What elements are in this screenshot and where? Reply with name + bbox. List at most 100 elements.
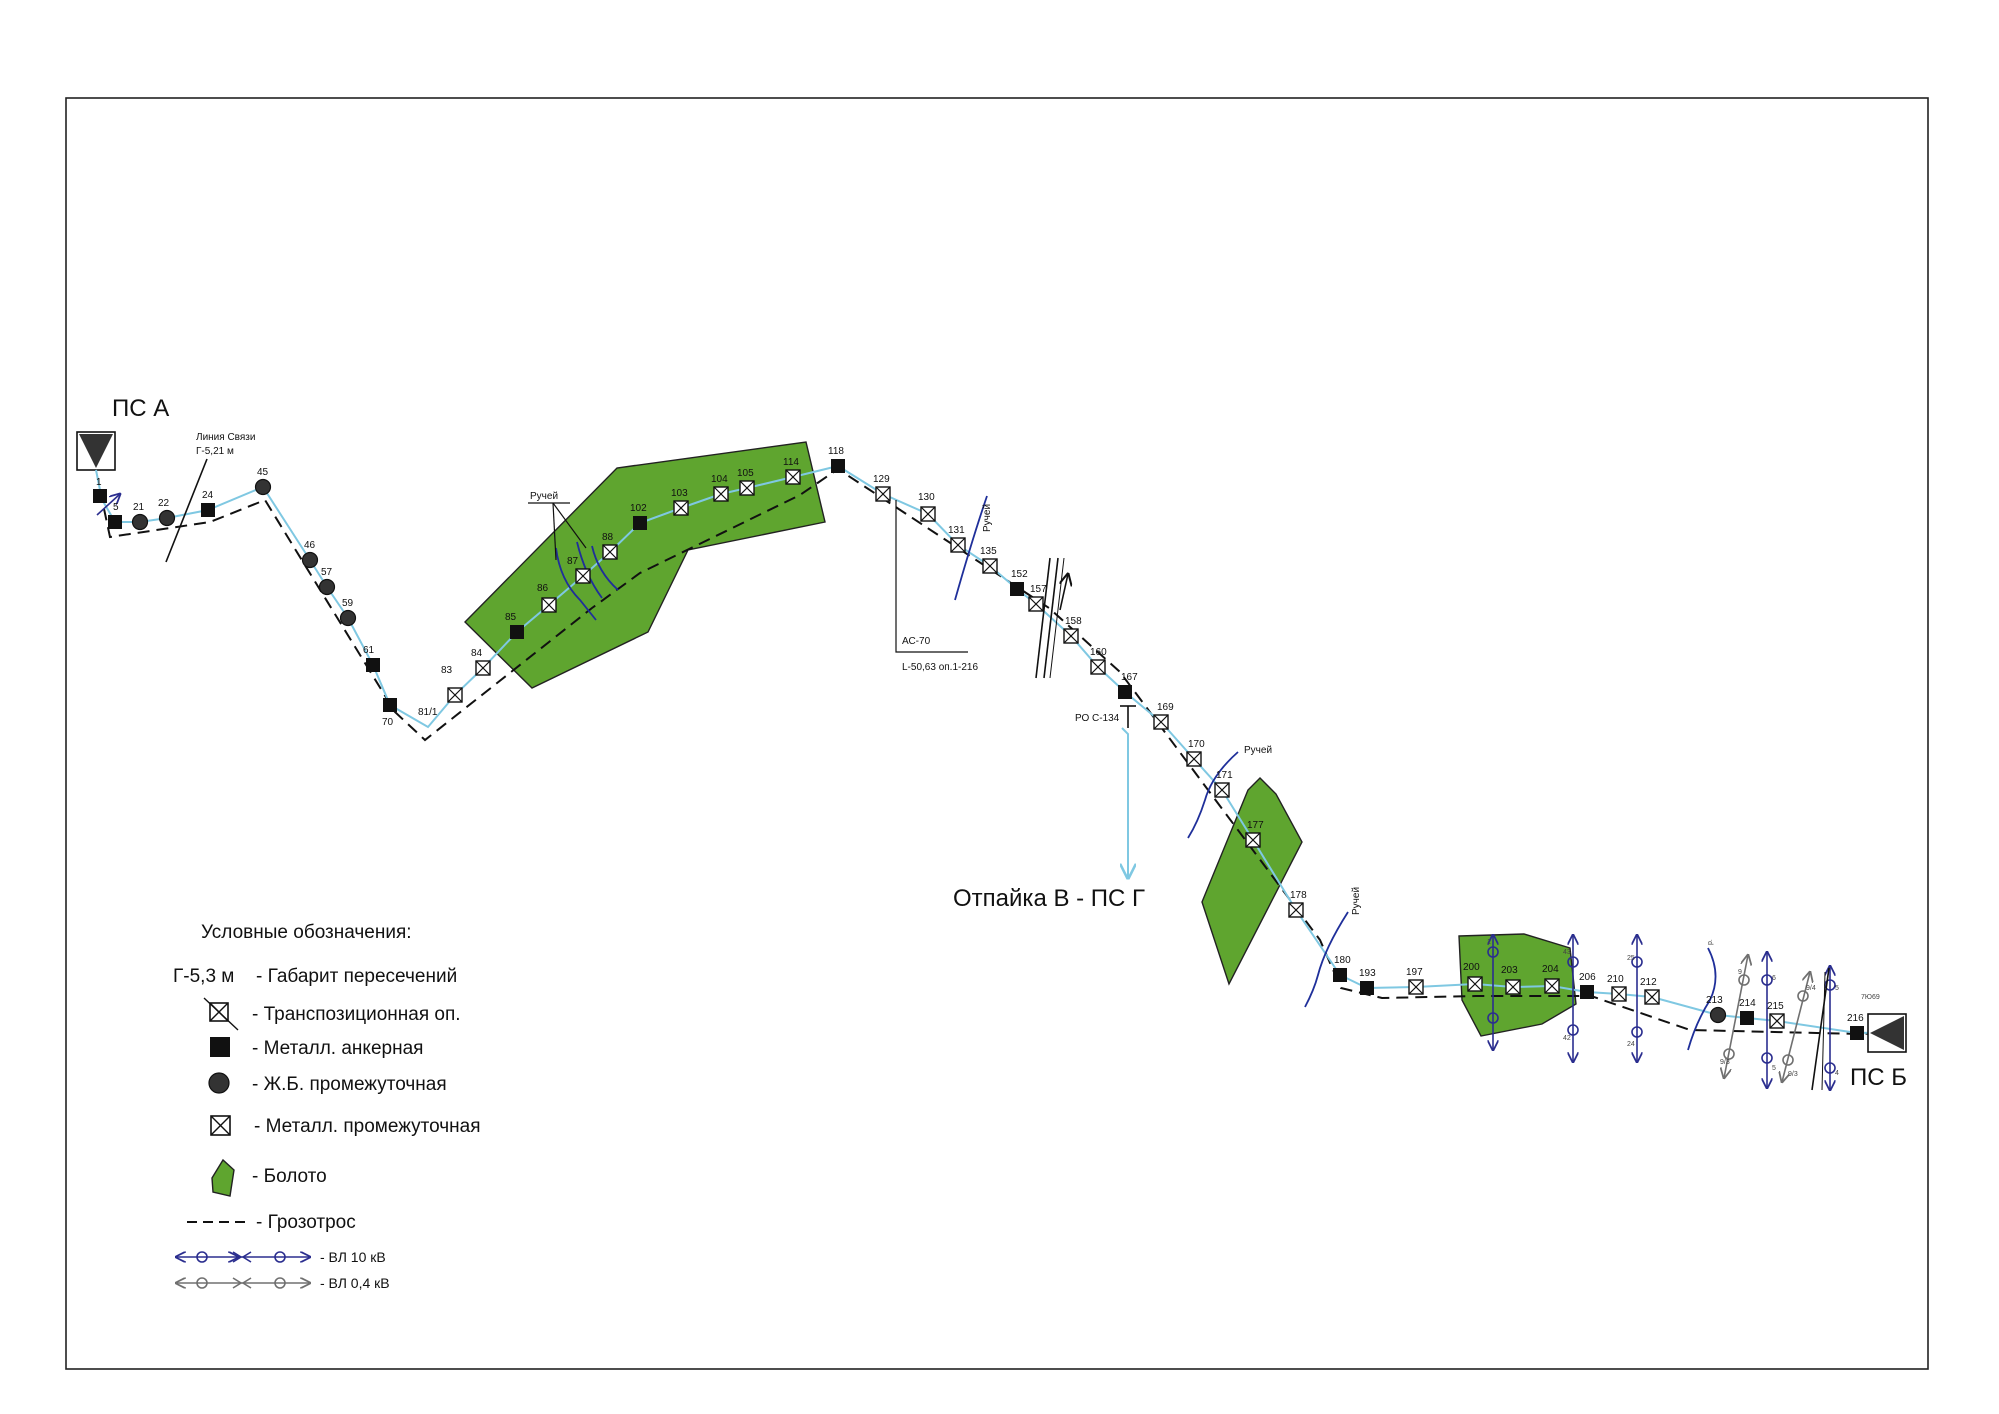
support-number: 180 xyxy=(1334,955,1351,966)
stream-1c xyxy=(591,545,619,591)
legend-metal-icon xyxy=(210,1115,231,1136)
comm-line-clearance: Г-5,21 м xyxy=(196,446,234,457)
svg-text:42: 42 xyxy=(1563,1035,1571,1042)
support-number: 171 xyxy=(1216,770,1233,781)
support-number: 118 xyxy=(828,446,844,457)
support-number: 135 xyxy=(980,546,997,557)
svg-text:24: 24 xyxy=(1627,1041,1635,1048)
stream-labels: Ручей Ручей Ручей Ручей р. xyxy=(528,491,1714,945)
support-number: 105 xyxy=(737,468,754,479)
support-46: 46 xyxy=(301,540,319,569)
support-number: 83 xyxy=(441,665,453,676)
wire-brand: АС-70 xyxy=(902,636,931,647)
end-code: 7Ю69 xyxy=(1861,994,1880,1001)
branch-line xyxy=(1122,727,1128,878)
stream-label-4: Ручей xyxy=(1351,887,1362,915)
support-number: 22 xyxy=(158,498,170,509)
support-number: 215 xyxy=(1767,1001,1784,1012)
road-crossing xyxy=(1035,557,1068,679)
support-number: 1 xyxy=(96,477,102,488)
svg-text:9/4: 9/4 xyxy=(1806,985,1816,992)
legend-rc-text: - Ж.Б. промежуточная xyxy=(252,1074,447,1095)
legend-vl10-icon xyxy=(176,1251,310,1263)
support-83: 83 xyxy=(441,665,463,703)
support-22: 22 xyxy=(158,498,176,527)
legend-swamp-icon xyxy=(211,1158,235,1197)
substation-end: ПС Б 7Ю69 xyxy=(1850,994,1907,1091)
legend-vl04-icon xyxy=(176,1277,310,1289)
support-81-1: 81/1 xyxy=(418,707,438,718)
support-45: 45 xyxy=(254,467,272,496)
support-1: 1 xyxy=(93,477,107,503)
comm-line-crossing: Линия Связи Г-5,21 м xyxy=(165,432,255,563)
support-number: 204 xyxy=(1542,964,1559,975)
support-number: 130 xyxy=(918,492,935,503)
legend-clearance-key: Г-5,3 м xyxy=(173,966,234,987)
legend-groundwire-text: - Грозотрос xyxy=(256,1212,356,1233)
legend-vl10-text: - ВЛ 10 кВ xyxy=(320,1249,386,1265)
road-line-2 xyxy=(1043,557,1059,679)
support-57: 57 xyxy=(318,567,336,596)
vl10-marks: 1 43 42 25 24 6 5 5 4 xyxy=(1487,939,1839,1077)
support-number: 193 xyxy=(1359,968,1376,979)
support-197: 197 xyxy=(1406,967,1424,995)
support-61: 61 xyxy=(363,645,380,672)
support-number: 210 xyxy=(1607,974,1624,985)
support-number: 104 xyxy=(711,474,728,485)
svg-text:1: 1 xyxy=(1487,939,1491,946)
support-number: 57 xyxy=(321,567,333,578)
support-152: 152 xyxy=(1010,569,1028,596)
support-24: 24 xyxy=(201,490,215,517)
support-70: 70 xyxy=(382,698,397,728)
support-160: 160 xyxy=(1090,647,1107,675)
support-200: 200 xyxy=(1463,962,1483,992)
support-193: 193 xyxy=(1359,968,1376,995)
legend-title: Условные обозначения: xyxy=(201,922,412,943)
legend-transposition-text: - Транспозиционная оп. xyxy=(252,1004,461,1025)
support-158: 158 xyxy=(1063,616,1082,644)
support-number: 84 xyxy=(471,648,483,659)
support-21: 21 xyxy=(131,502,149,531)
overhead-line-route xyxy=(99,464,1906,1035)
support-number: 21 xyxy=(133,502,145,513)
support-103: 103 xyxy=(671,488,689,516)
end-crossing-line-2 xyxy=(1821,971,1826,1091)
branch-tap: РО С-134 Отпайка В - ПС Г xyxy=(953,705,1145,912)
support-number: 88 xyxy=(602,532,614,543)
stream-3 xyxy=(1187,751,1239,839)
branch-label: Отпайка В - ПС Г xyxy=(953,885,1145,912)
support-number: 160 xyxy=(1090,647,1107,658)
support-203: 203 xyxy=(1501,965,1521,995)
support-105: 105 xyxy=(737,468,755,496)
support-number: 157 xyxy=(1030,584,1047,595)
swamp-area-1 xyxy=(464,441,826,689)
support-215: 215 xyxy=(1767,1001,1785,1029)
svg-text:9: 9 xyxy=(1738,969,1742,976)
streams xyxy=(555,495,1717,1051)
support-114: 114 xyxy=(783,457,801,485)
support-169: 169 xyxy=(1153,702,1174,730)
support-number: 81/1 xyxy=(418,707,438,718)
support-number: 214 xyxy=(1739,998,1756,1009)
support-number: 212 xyxy=(1640,977,1657,988)
substation-start: ПС А xyxy=(76,395,169,491)
support-86: 86 xyxy=(537,583,557,613)
support-number: 178 xyxy=(1290,890,1307,901)
substation-start-label: ПС А xyxy=(112,395,169,422)
support-number: 170 xyxy=(1188,739,1205,750)
svg-text:6: 6 xyxy=(1772,975,1776,982)
stream-label-3: Ручей xyxy=(1244,745,1272,756)
support-170: 170 xyxy=(1186,739,1205,767)
legend-swamp-text: - Болото xyxy=(252,1166,327,1187)
stream-2 xyxy=(954,495,988,601)
support-number: 102 xyxy=(630,503,647,514)
support-85: 85 xyxy=(505,612,524,639)
support-214: 214 xyxy=(1739,998,1756,1025)
stream-5 xyxy=(1687,947,1717,1051)
legend-metal-text: - Металл. промежуточная xyxy=(254,1116,481,1137)
vl04-crossings xyxy=(1724,955,1810,1082)
comm-line-title: Линия Связи xyxy=(196,432,255,443)
support-102: 102 xyxy=(630,503,647,530)
stream-label-5: р. xyxy=(1707,939,1714,945)
